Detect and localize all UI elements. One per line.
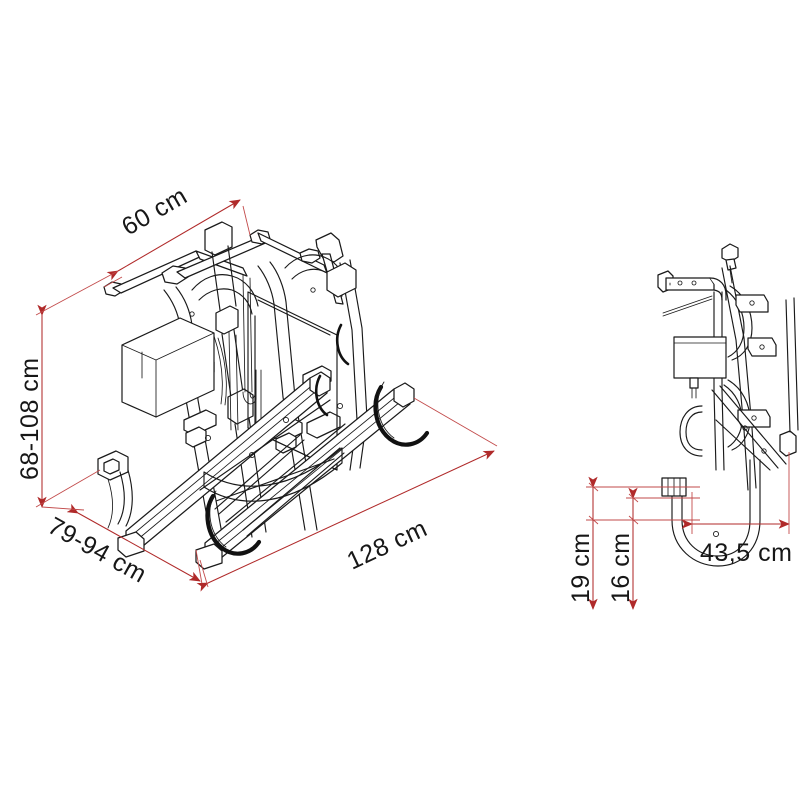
dim-label-16cm: 16 cm [607,532,635,603]
dim-19cm: 19 cm [567,476,700,610]
side-diagonal-strut [711,385,787,471]
side-loop-handle [679,405,703,457]
dim-label-43-5cm: 43,5 cm [700,539,792,567]
side-upper-arm [657,270,727,301]
dim-label-19cm: 19 cm [567,532,595,603]
dim-68-108cm: 68-108 cm [16,270,119,508]
dim-16cm: 16 cm [607,487,700,610]
lower-mount-bracket [97,450,133,529]
side-top-clamp [721,243,739,284]
side-view-group [657,243,799,567]
side-brackets [735,294,777,428]
side-control-box [673,336,727,399]
wiring-detail [213,335,227,406]
dim-label-68-108cm: 68-108 cm [16,357,44,480]
dim-43-5cm: 43,5 cm [681,452,792,567]
side-right-tube [779,297,799,457]
control-box [121,317,215,418]
